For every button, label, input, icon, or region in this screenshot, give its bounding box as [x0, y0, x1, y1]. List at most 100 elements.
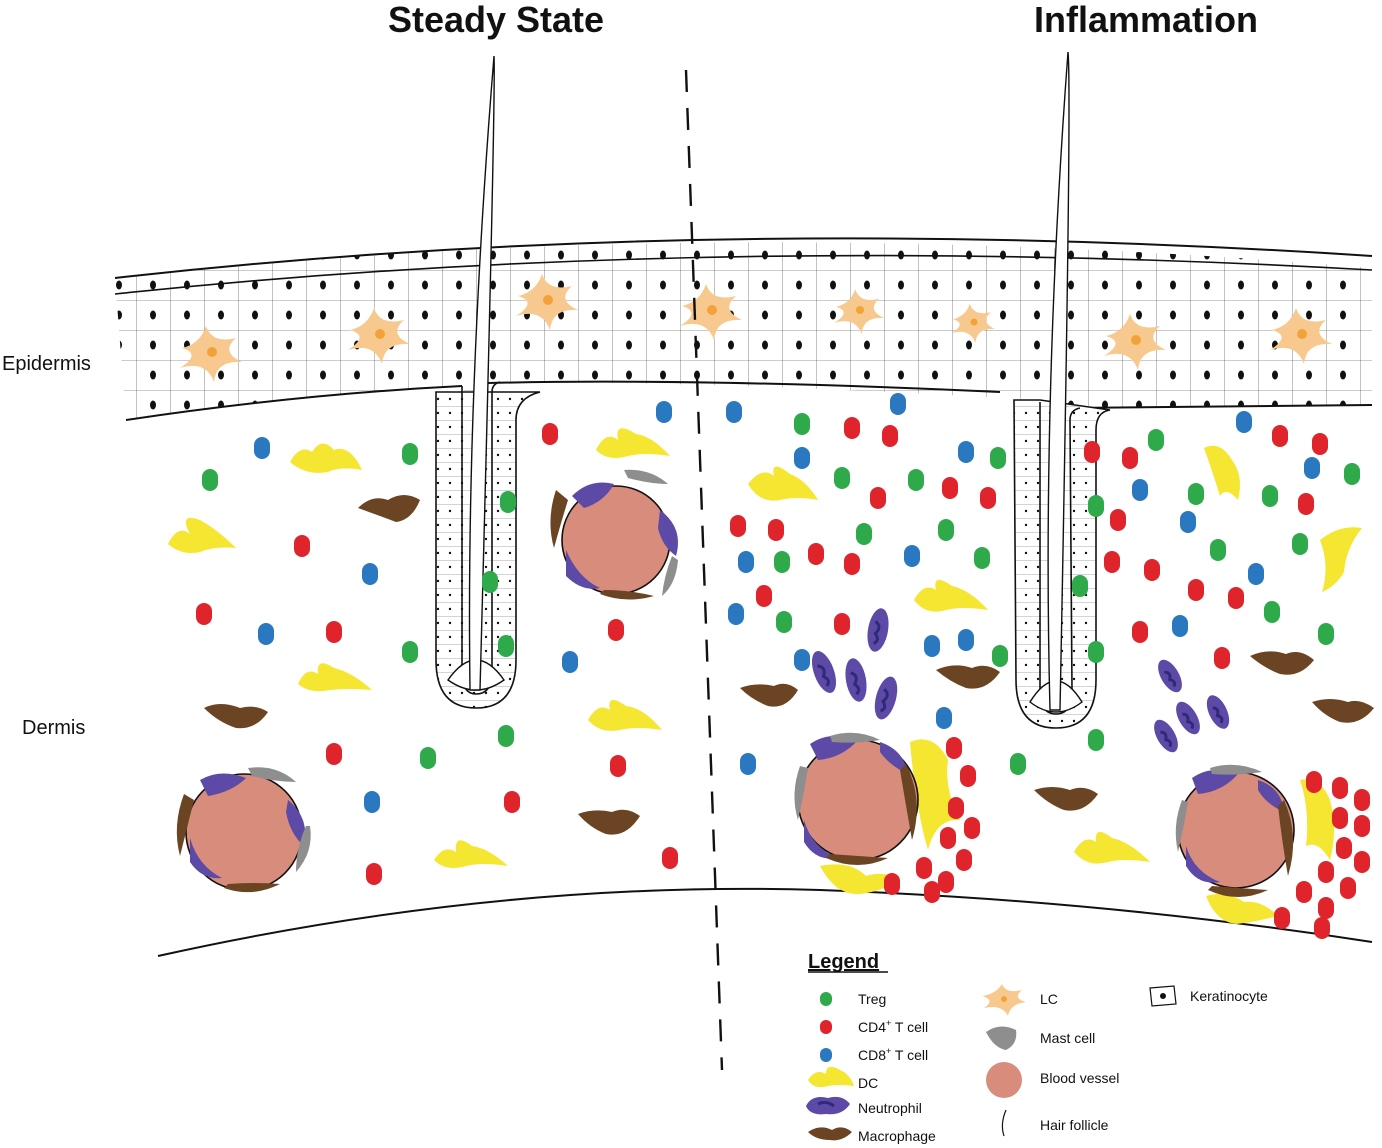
treg-cell	[1088, 729, 1104, 751]
cd4-t-cell	[844, 417, 860, 439]
cd4-t-cell	[768, 519, 784, 541]
cd4-t-cell	[1144, 559, 1160, 581]
legend: Legend Treg CD4+ T cell CD8+ T cell DC N…	[806, 951, 1268, 1144]
dc-cell	[914, 579, 988, 612]
cd4-t-cell	[1306, 771, 1322, 793]
legend-label-neutrophil: Neutrophil	[858, 1100, 922, 1116]
lc-cell	[951, 303, 995, 343]
treg-cell	[1344, 463, 1360, 485]
cd4-t-cell	[1110, 509, 1126, 531]
cd4-t-cell	[1354, 851, 1370, 873]
cd8-t-cell	[794, 447, 810, 469]
dc-cell	[1206, 894, 1278, 924]
langerhans-cells	[180, 274, 1332, 382]
dc-cell	[298, 663, 372, 692]
dc-cell	[1320, 527, 1362, 592]
neutrophil	[1158, 659, 1182, 693]
dc-cell	[168, 517, 236, 553]
treg-cell	[402, 443, 418, 465]
cd4-t-cell	[1312, 433, 1328, 455]
cd8-t-cell	[1304, 457, 1320, 479]
treg-cell	[856, 523, 872, 545]
legend-item-keratinocyte: Keratinocyte	[1149, 985, 1268, 1007]
treg-cell	[1148, 429, 1164, 451]
cd4-t-cell	[1228, 587, 1244, 609]
legend-label-lc: LC	[1040, 991, 1058, 1007]
neutrophil	[1206, 695, 1230, 729]
cd8-t-cell	[1180, 511, 1196, 533]
dc-cell	[434, 840, 508, 868]
treg-cell	[1264, 601, 1280, 623]
treg-cell	[402, 641, 418, 663]
dc-cell	[1300, 779, 1334, 860]
lc-cell	[516, 274, 578, 330]
free-neutrophils	[811, 608, 1230, 753]
dc-cell	[820, 864, 900, 895]
cd8-t-cell	[924, 635, 940, 657]
treg-cell	[774, 551, 790, 573]
lc-cell	[1270, 308, 1332, 364]
cd4-t-cell	[196, 603, 212, 625]
legend-item-treg: Treg	[820, 991, 886, 1007]
legend-label-cd4: CD4+ T cell	[858, 1018, 928, 1035]
legend-item-mast-cell: Mast cell	[986, 1026, 1095, 1050]
neutrophil	[1154, 719, 1178, 753]
treg-cell	[420, 747, 436, 769]
cd4-t-cell	[1214, 647, 1230, 669]
cd8-t-cell	[1172, 615, 1188, 637]
macrophage	[578, 809, 640, 835]
treg-cell	[1210, 539, 1226, 561]
divider-dashed-line	[684, 69, 724, 1071]
treg-cell	[974, 547, 990, 569]
cd4-t-cell	[1354, 815, 1370, 837]
neutrophil	[845, 658, 867, 702]
cd4-t-cell	[610, 755, 626, 777]
legend-label-blood-vessel: Blood vessel	[1040, 1070, 1119, 1086]
treg-cell	[498, 635, 514, 657]
cd8-t-cell	[728, 603, 744, 625]
cd8-t-cell	[740, 753, 756, 775]
cd4-t-cell	[756, 585, 772, 607]
blood-vessel-inflamed-mid	[794, 732, 919, 865]
treg-cell	[1088, 495, 1104, 517]
cd4-t-cell	[956, 849, 972, 871]
neutrophil	[874, 676, 898, 720]
cd4-t-cell	[1296, 881, 1312, 903]
dc-cell	[290, 443, 362, 473]
dc-cell	[1074, 831, 1150, 864]
cd4-t-cell	[916, 857, 932, 879]
treg-cell	[1292, 533, 1308, 555]
cd4-t-cell	[1314, 917, 1330, 939]
legend-label-mast-cell: Mast cell	[1040, 1030, 1095, 1046]
legend-item-lc: LC	[982, 984, 1058, 1016]
macrophage	[936, 665, 1000, 689]
cd4-t-cell	[870, 487, 886, 509]
macrophage	[1034, 787, 1098, 811]
lc-cell	[180, 326, 242, 382]
cd8-t-cell	[794, 649, 810, 671]
treg-cell	[1188, 483, 1204, 505]
cd4-t-cell	[884, 873, 900, 895]
cd4-t-cell	[960, 765, 976, 787]
blood-vessel-inflamed-right	[1175, 764, 1295, 897]
legend-label-hair-follicle: Hair follicle	[1040, 1117, 1109, 1133]
cd4-t-cell	[942, 477, 958, 499]
cd8-t-cell	[364, 791, 380, 813]
cd4-t-cell	[940, 827, 956, 849]
cd4-t-cell	[946, 737, 962, 759]
title-steady-state: Steady State	[388, 0, 604, 40]
legend-label-treg: Treg	[858, 991, 886, 1007]
dc-cell	[910, 739, 960, 850]
cd4-t-cell	[834, 613, 850, 635]
cd8-t-cell	[958, 441, 974, 463]
macrophage	[1312, 699, 1374, 723]
lymphocytes	[196, 393, 1370, 939]
dc-cell	[596, 428, 670, 458]
cd4-t-cell	[294, 535, 310, 557]
lc-cell	[834, 289, 884, 334]
cd4-t-cell	[1122, 447, 1138, 469]
dermis-boundary	[157, 887, 1373, 957]
treg-cell	[834, 467, 850, 489]
title-inflammation: Inflammation	[1034, 0, 1258, 40]
